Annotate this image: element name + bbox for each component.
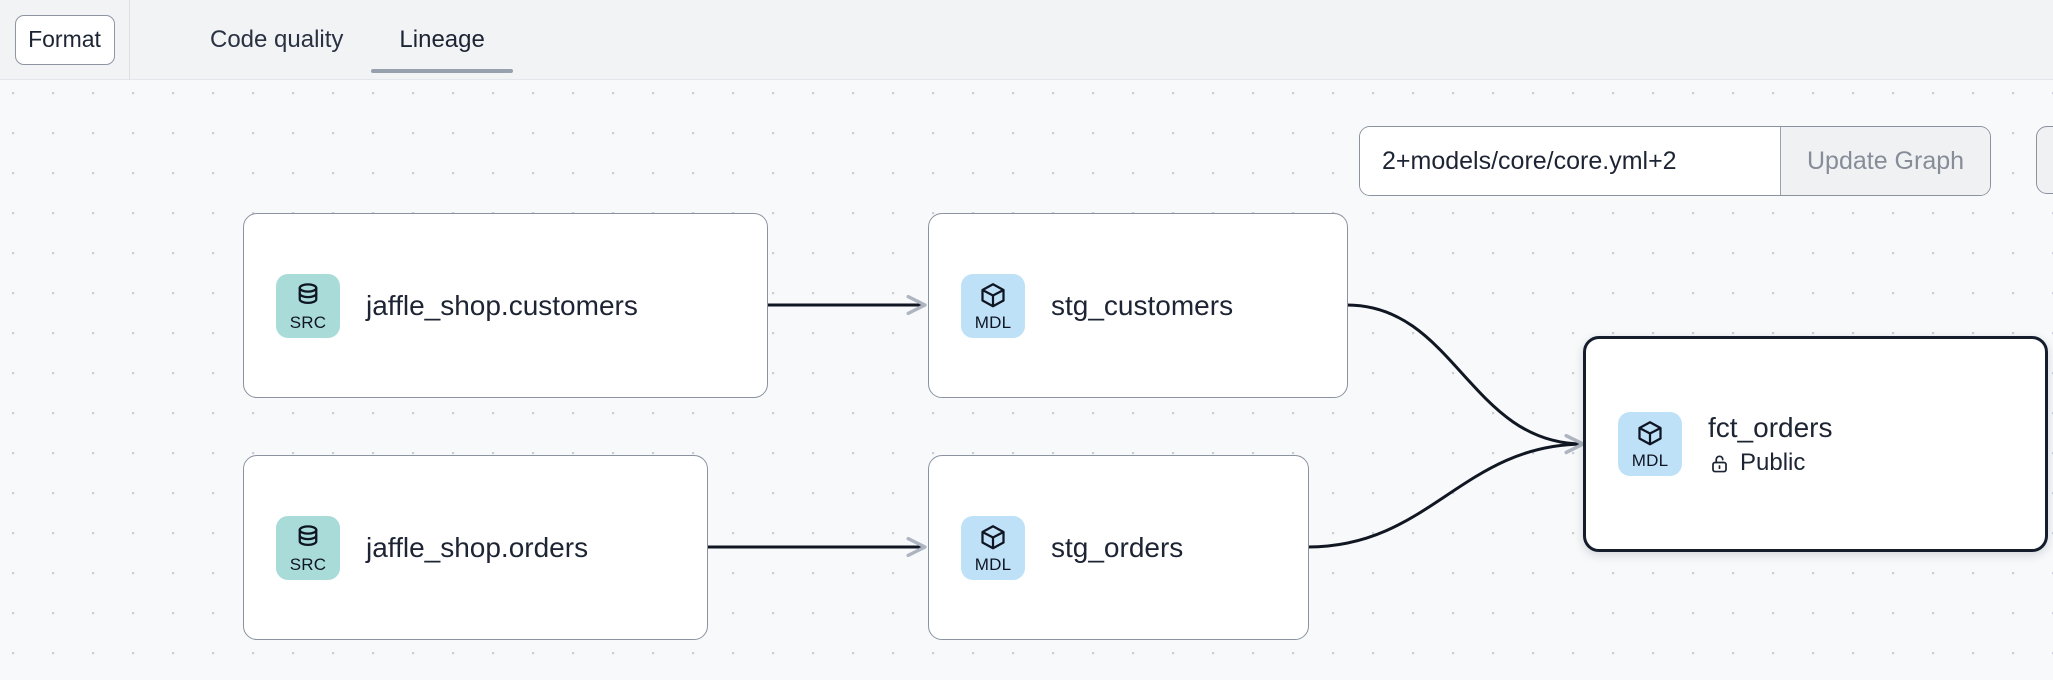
format-button[interactable]: Format <box>14 14 115 65</box>
cube-icon <box>981 282 1005 307</box>
tab-code-quality-label: Code quality <box>210 25 344 53</box>
node-title: jaffle_shop.orders <box>366 531 589 563</box>
update-graph-button[interactable]: Update Graph <box>1780 127 1991 195</box>
graph-selector-toolbar: Update Graph <box>1359 126 1992 196</box>
tab-code-quality[interactable]: Code quality <box>182 0 371 80</box>
node-badge-label: MDL <box>974 312 1012 332</box>
edge-stg-orders-to-fct-orders <box>1307 434 1585 549</box>
node-fct-orders[interactable]: MDL fct_orders Public <box>1583 336 2048 552</box>
node-stg-orders[interactable]: MDL stg_orders <box>928 455 1309 640</box>
node-body: fct_orders Public <box>1708 412 1833 476</box>
unlock-icon <box>1712 455 1727 472</box>
node-badge-src: SRC <box>276 273 340 338</box>
cube-icon <box>1638 421 1662 446</box>
database-icon <box>298 282 318 304</box>
lineage-canvas[interactable]: SRC jaffle_shop.customers SRC jaffle_sho… <box>0 80 2053 680</box>
node-body: stg_customers <box>1051 290 1233 322</box>
node-badge-mdl: MDL <box>1618 412 1682 476</box>
node-access-badge: Public <box>1708 450 1833 476</box>
tab-lineage[interactable]: Lineage <box>371 0 514 80</box>
tab-bar: Code quality Lineage <box>182 0 514 80</box>
node-badge-label: SRC <box>289 554 327 574</box>
format-button-zone: Format <box>0 0 130 80</box>
node-badge-mdl: MDL <box>961 273 1025 338</box>
node-body: jaffle_shop.customers <box>366 290 638 322</box>
cube-icon <box>981 524 1005 549</box>
node-title: fct_orders <box>1708 412 1833 443</box>
node-stg-customers[interactable]: MDL stg_customers <box>928 213 1348 398</box>
node-title: stg_orders <box>1051 531 1184 563</box>
node-body: stg_orders <box>1051 532 1183 564</box>
node-badge-label: MDL <box>974 554 1012 574</box>
node-access-label: Public <box>1740 449 1806 476</box>
node-badge-src: SRC <box>276 515 340 580</box>
toolbar-header: Format Code quality Lineage <box>0 0 2053 80</box>
graph-controls-overflow[interactable] <box>2036 126 2053 194</box>
node-body: jaffle_shop.orders <box>366 532 588 564</box>
node-badge-label: MDL <box>1631 451 1669 470</box>
node-badge-label: SRC <box>289 312 327 332</box>
node-title: stg_customers <box>1051 289 1234 321</box>
node-title: jaffle_shop.customers <box>366 289 638 321</box>
edge-stg-customers-to-fct-orders <box>1346 303 1585 455</box>
database-icon <box>298 524 318 546</box>
node-badge-mdl: MDL <box>961 515 1025 580</box>
node-jaffle-shop-orders[interactable]: SRC jaffle_shop.orders <box>243 455 708 640</box>
tab-lineage-label: Lineage <box>399 25 485 53</box>
node-jaffle-shop-customers[interactable]: SRC jaffle_shop.customers <box>243 213 768 398</box>
graph-selector-input[interactable] <box>1360 127 1780 195</box>
